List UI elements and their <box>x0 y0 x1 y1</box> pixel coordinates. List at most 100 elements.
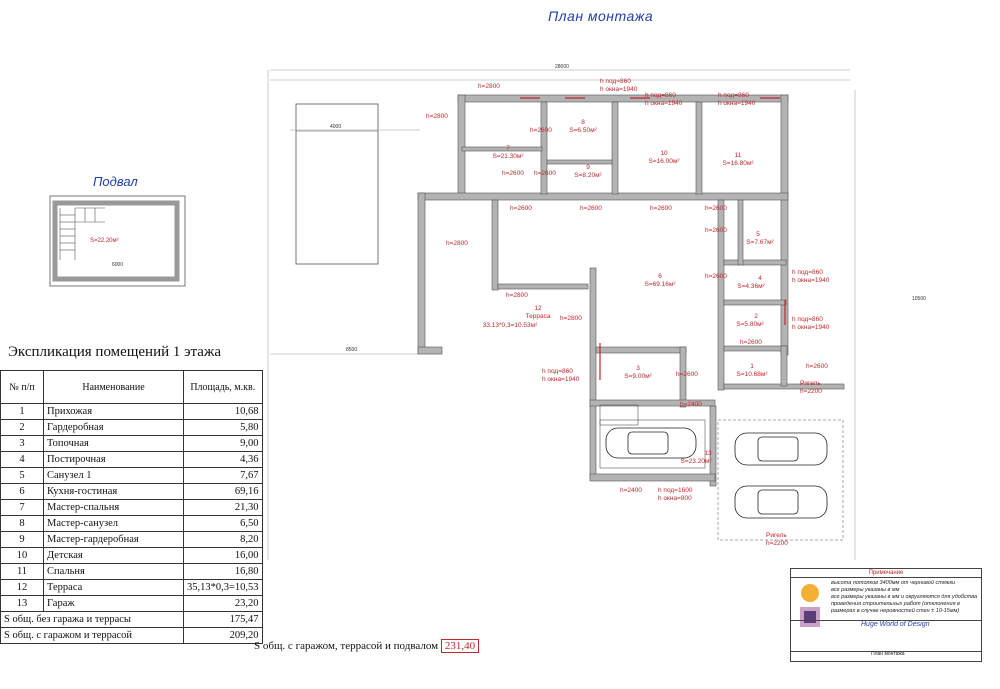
room-8-num: 8 <box>581 119 585 126</box>
room-5-num: 5 <box>756 231 760 238</box>
room-5-area: S=7.67м² <box>746 239 774 246</box>
sheet-name: План монтажа <box>871 651 905 657</box>
ann-sill: h под=860 <box>542 368 573 375</box>
table-cell-name: Топочная <box>43 435 184 452</box>
room-1-num: 1 <box>750 363 754 370</box>
ann-h2600: h=2600 <box>530 127 552 134</box>
note-item: все размеры указаны в мм и округляются д… <box>831 594 978 614</box>
col-name: Наименование <box>43 370 184 404</box>
table-cell-area: 9,00 <box>183 435 263 452</box>
note-item: высота потолков 3400мм от черновой стяжк… <box>831 580 956 586</box>
table-cell-name: Гардеробная <box>43 419 184 436</box>
dim-top2: 4000 <box>330 124 341 130</box>
ann-window: h окна=1940 <box>542 376 580 383</box>
basement-area: S=22.20м² <box>90 238 119 244</box>
basement-title: Подвал <box>93 174 138 189</box>
ann-h2600: h=2600 <box>740 339 762 346</box>
table-cell-num: 4 <box>0 451 44 468</box>
table-cell-name: Прихожая <box>43 403 184 420</box>
table-cell-num: 7 <box>0 499 44 516</box>
ann-h2600: h=2600 <box>676 371 698 378</box>
table-cell-area: 5,80 <box>183 419 263 436</box>
table-cell-name: Мастер-гардеробная <box>43 531 184 548</box>
ann-rigel: Ригель <box>766 532 787 539</box>
table-cell-area: 16,80 <box>183 563 263 580</box>
room-3-num: 3 <box>636 365 640 372</box>
ann-h2600: h=2600 <box>502 170 524 177</box>
total-label: S общ. без гаража и террасы <box>0 611 184 628</box>
ann-h2200: h=2200 <box>800 388 822 395</box>
ann-sill2: h под=1600 <box>658 487 693 494</box>
ann-window: h окна=1940 <box>792 277 830 284</box>
room-10-num: 10 <box>660 150 668 157</box>
room-4-num: 4 <box>758 275 762 282</box>
ann-h2800: h=2800 <box>426 113 448 120</box>
ann-h2600: h=2600 <box>806 363 828 370</box>
table-cell-area: 21,30 <box>183 499 263 516</box>
table-cell-name: Санузел 1 <box>43 467 184 484</box>
ann-h2800: h=2800 <box>478 83 500 90</box>
ann-h2600: h=2600 <box>534 170 556 177</box>
table-cell-num: 13 <box>0 595 44 612</box>
dim-left: 8500 <box>346 347 357 353</box>
table-cell-name: Мастер-спальня <box>43 499 184 516</box>
ann-h2600: h=2600 <box>650 205 672 212</box>
room-1-area: S=10.68м² <box>736 371 768 378</box>
terrace-name: Терраса <box>526 313 551 320</box>
ann-h2800: h=2800 <box>506 292 528 299</box>
title-block: Huge World of Design План монтажа <box>790 620 982 662</box>
room-7-area: S=21.30м² <box>492 153 524 160</box>
room-9-num: 9 <box>586 164 590 171</box>
table-cell-area: 6,50 <box>183 515 263 532</box>
room-10-area: S=16.00м² <box>648 158 680 165</box>
total-all-label: S общ. с гаражом, террасой и подвалом <box>254 640 439 652</box>
ann-h2200: h=2200 <box>766 540 788 547</box>
car-icon <box>734 432 828 466</box>
table-cell-num: 10 <box>0 547 44 564</box>
ann-window: h окна=1940 <box>645 100 683 107</box>
notes-header: Примечание <box>791 569 981 578</box>
room-11-num: 11 <box>735 152 742 159</box>
table-cell-area: 69,16 <box>183 483 263 500</box>
table-cell-name: Спальня <box>43 563 184 580</box>
total-label: S общ. с гаражом и террасой <box>0 627 184 644</box>
room-6-num: 6 <box>658 273 662 280</box>
table-cell-area: 4,36 <box>183 451 263 468</box>
total-row: S общ. с гаражом и террасой 209,20 <box>0 627 263 644</box>
total-value: 209,20 <box>183 627 263 644</box>
dim-top: 28000 <box>555 64 569 70</box>
room-3-area: S=9.00м² <box>624 373 652 380</box>
table-cell-num: 3 <box>0 435 44 452</box>
ann-h2800: h=2800 <box>446 240 468 247</box>
table-cell-area: 10,68 <box>183 403 263 420</box>
col-area: Площадь, м.кв. <box>183 370 263 404</box>
table-cell-area: 7,67 <box>183 467 263 484</box>
room-4-area: S=4.36м² <box>737 283 765 290</box>
notes-box: Примечание высота потолков 3400мм от чер… <box>790 568 982 652</box>
ann-window: h окна=1940 <box>600 86 638 93</box>
ann-window2: h окна=800 <box>658 495 692 502</box>
terrace-area: 33.13*0,3=10.53м² <box>483 322 538 329</box>
table-cell-area: 35,13*0,3=10,53 <box>183 579 263 596</box>
room-6-area: S=69.16м² <box>644 281 676 288</box>
ann-h2600: h=2600 <box>510 205 532 212</box>
ann-window: h окна=1940 <box>792 324 830 331</box>
table-cell-area: 23,20 <box>183 595 263 612</box>
table-cell-num: 1 <box>0 403 44 420</box>
table-cell-name: Терраса <box>43 579 184 596</box>
basement-plan: S=22.20м² 6000 <box>49 195 186 287</box>
ann-rigel: Ригель <box>800 380 821 387</box>
total-value: 175,47 <box>183 611 263 628</box>
ann-h2600: h=2600 <box>705 227 727 234</box>
